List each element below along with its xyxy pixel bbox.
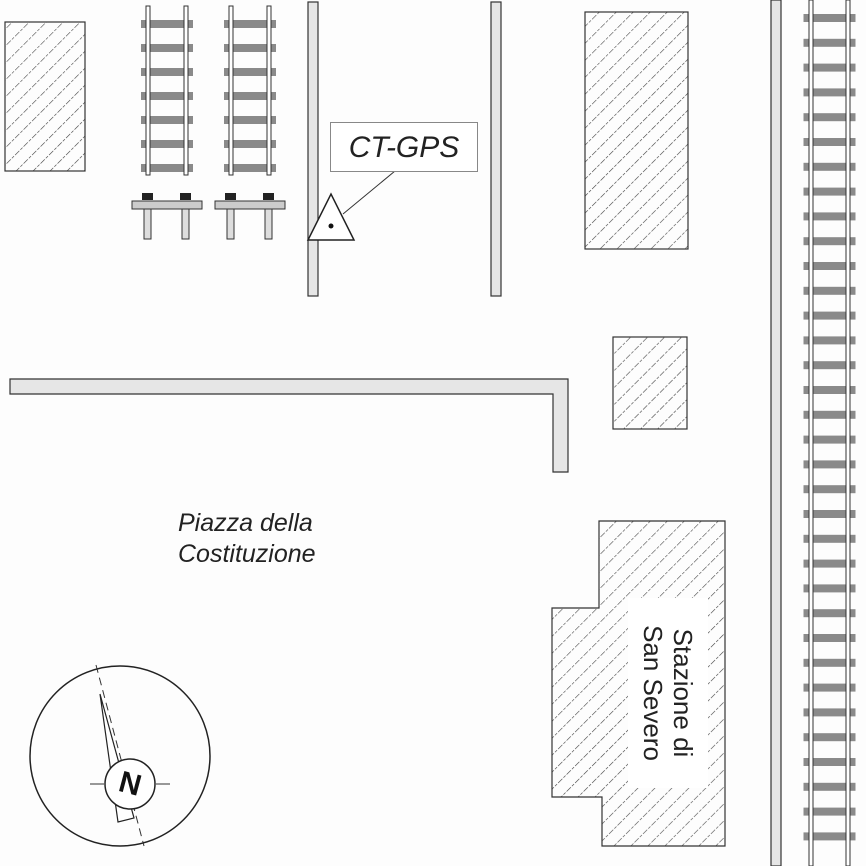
track-tie xyxy=(803,559,856,568)
track-tie xyxy=(224,140,276,148)
track-tie xyxy=(803,410,856,419)
wall-mid-vertical xyxy=(490,1,502,297)
track-rail xyxy=(145,5,151,176)
railway-track-right xyxy=(803,0,856,866)
track-tie xyxy=(803,162,856,171)
track-tie xyxy=(141,140,193,148)
gps-leader-line xyxy=(342,170,396,215)
track-tie xyxy=(803,708,856,717)
track-rail xyxy=(845,0,851,866)
track-tie xyxy=(803,361,856,370)
track-rail xyxy=(266,5,272,176)
station-name-line-2: San Severo xyxy=(638,625,668,761)
wall-l-shaped xyxy=(9,378,569,473)
wall-right-vertical xyxy=(770,0,782,866)
building-small xyxy=(612,336,688,430)
gps-station-label: CT-GPS xyxy=(330,122,478,172)
track-tie xyxy=(224,164,276,172)
track-tie xyxy=(803,138,856,146)
station-name-line-1: Stazione di xyxy=(668,628,698,758)
track-tie xyxy=(803,435,856,444)
track-rail xyxy=(183,5,189,176)
track-tie xyxy=(803,807,856,816)
square-name-line-2: Costituzione xyxy=(178,540,316,568)
track-rail xyxy=(228,5,234,176)
buffer-stop-2 xyxy=(214,193,286,240)
railway-tracks-left xyxy=(141,5,276,176)
track-tie xyxy=(803,286,856,295)
track-tie xyxy=(803,510,856,518)
track-tie xyxy=(141,44,193,52)
station-name: Stazione di San Severo xyxy=(638,593,698,793)
square-name-line-1: Piazza della xyxy=(178,509,313,537)
track-tie xyxy=(803,733,856,742)
track-tie xyxy=(803,609,856,618)
track-tie xyxy=(803,212,856,221)
track-tie xyxy=(803,584,856,593)
track-tie xyxy=(803,262,856,270)
track-tie xyxy=(803,187,856,196)
track-tie xyxy=(803,460,856,469)
track-tie xyxy=(803,237,856,246)
north-compass-icon: N xyxy=(29,664,211,847)
square-label: Piazza della Costituzione xyxy=(178,508,316,570)
track-tie xyxy=(803,88,856,97)
track-tie xyxy=(803,63,856,72)
track-tie xyxy=(141,20,193,28)
track-tie xyxy=(803,782,856,791)
track-tie xyxy=(224,20,276,28)
track-tie xyxy=(803,386,856,394)
track-tie xyxy=(224,44,276,52)
track-tie xyxy=(803,832,856,841)
track-tie xyxy=(803,634,856,642)
building-top-right xyxy=(584,11,689,250)
track-tie xyxy=(141,116,193,124)
track-tie xyxy=(803,683,856,692)
track-tie xyxy=(224,68,276,76)
buffer-stop-1 xyxy=(131,193,203,240)
track-tie xyxy=(803,658,856,667)
track-tie xyxy=(803,758,856,766)
track-tie xyxy=(224,92,276,100)
track-tie xyxy=(224,116,276,124)
track-tie xyxy=(803,113,856,122)
track-tie xyxy=(803,336,856,345)
track-tie xyxy=(141,68,193,76)
track-tie xyxy=(141,164,193,172)
gps-point-icon xyxy=(328,223,334,229)
wall-left-vertical xyxy=(307,1,319,297)
building-top-left xyxy=(4,21,86,172)
track-tie xyxy=(803,38,856,47)
station-label: Stazione di San Severo xyxy=(628,598,708,788)
gps-triangle-icon xyxy=(306,192,356,241)
track-tie xyxy=(803,534,856,543)
track-tie xyxy=(803,485,856,494)
track-tie xyxy=(803,14,856,22)
track-tie xyxy=(803,311,856,320)
track-tie xyxy=(141,92,193,100)
track-rail xyxy=(808,0,814,866)
